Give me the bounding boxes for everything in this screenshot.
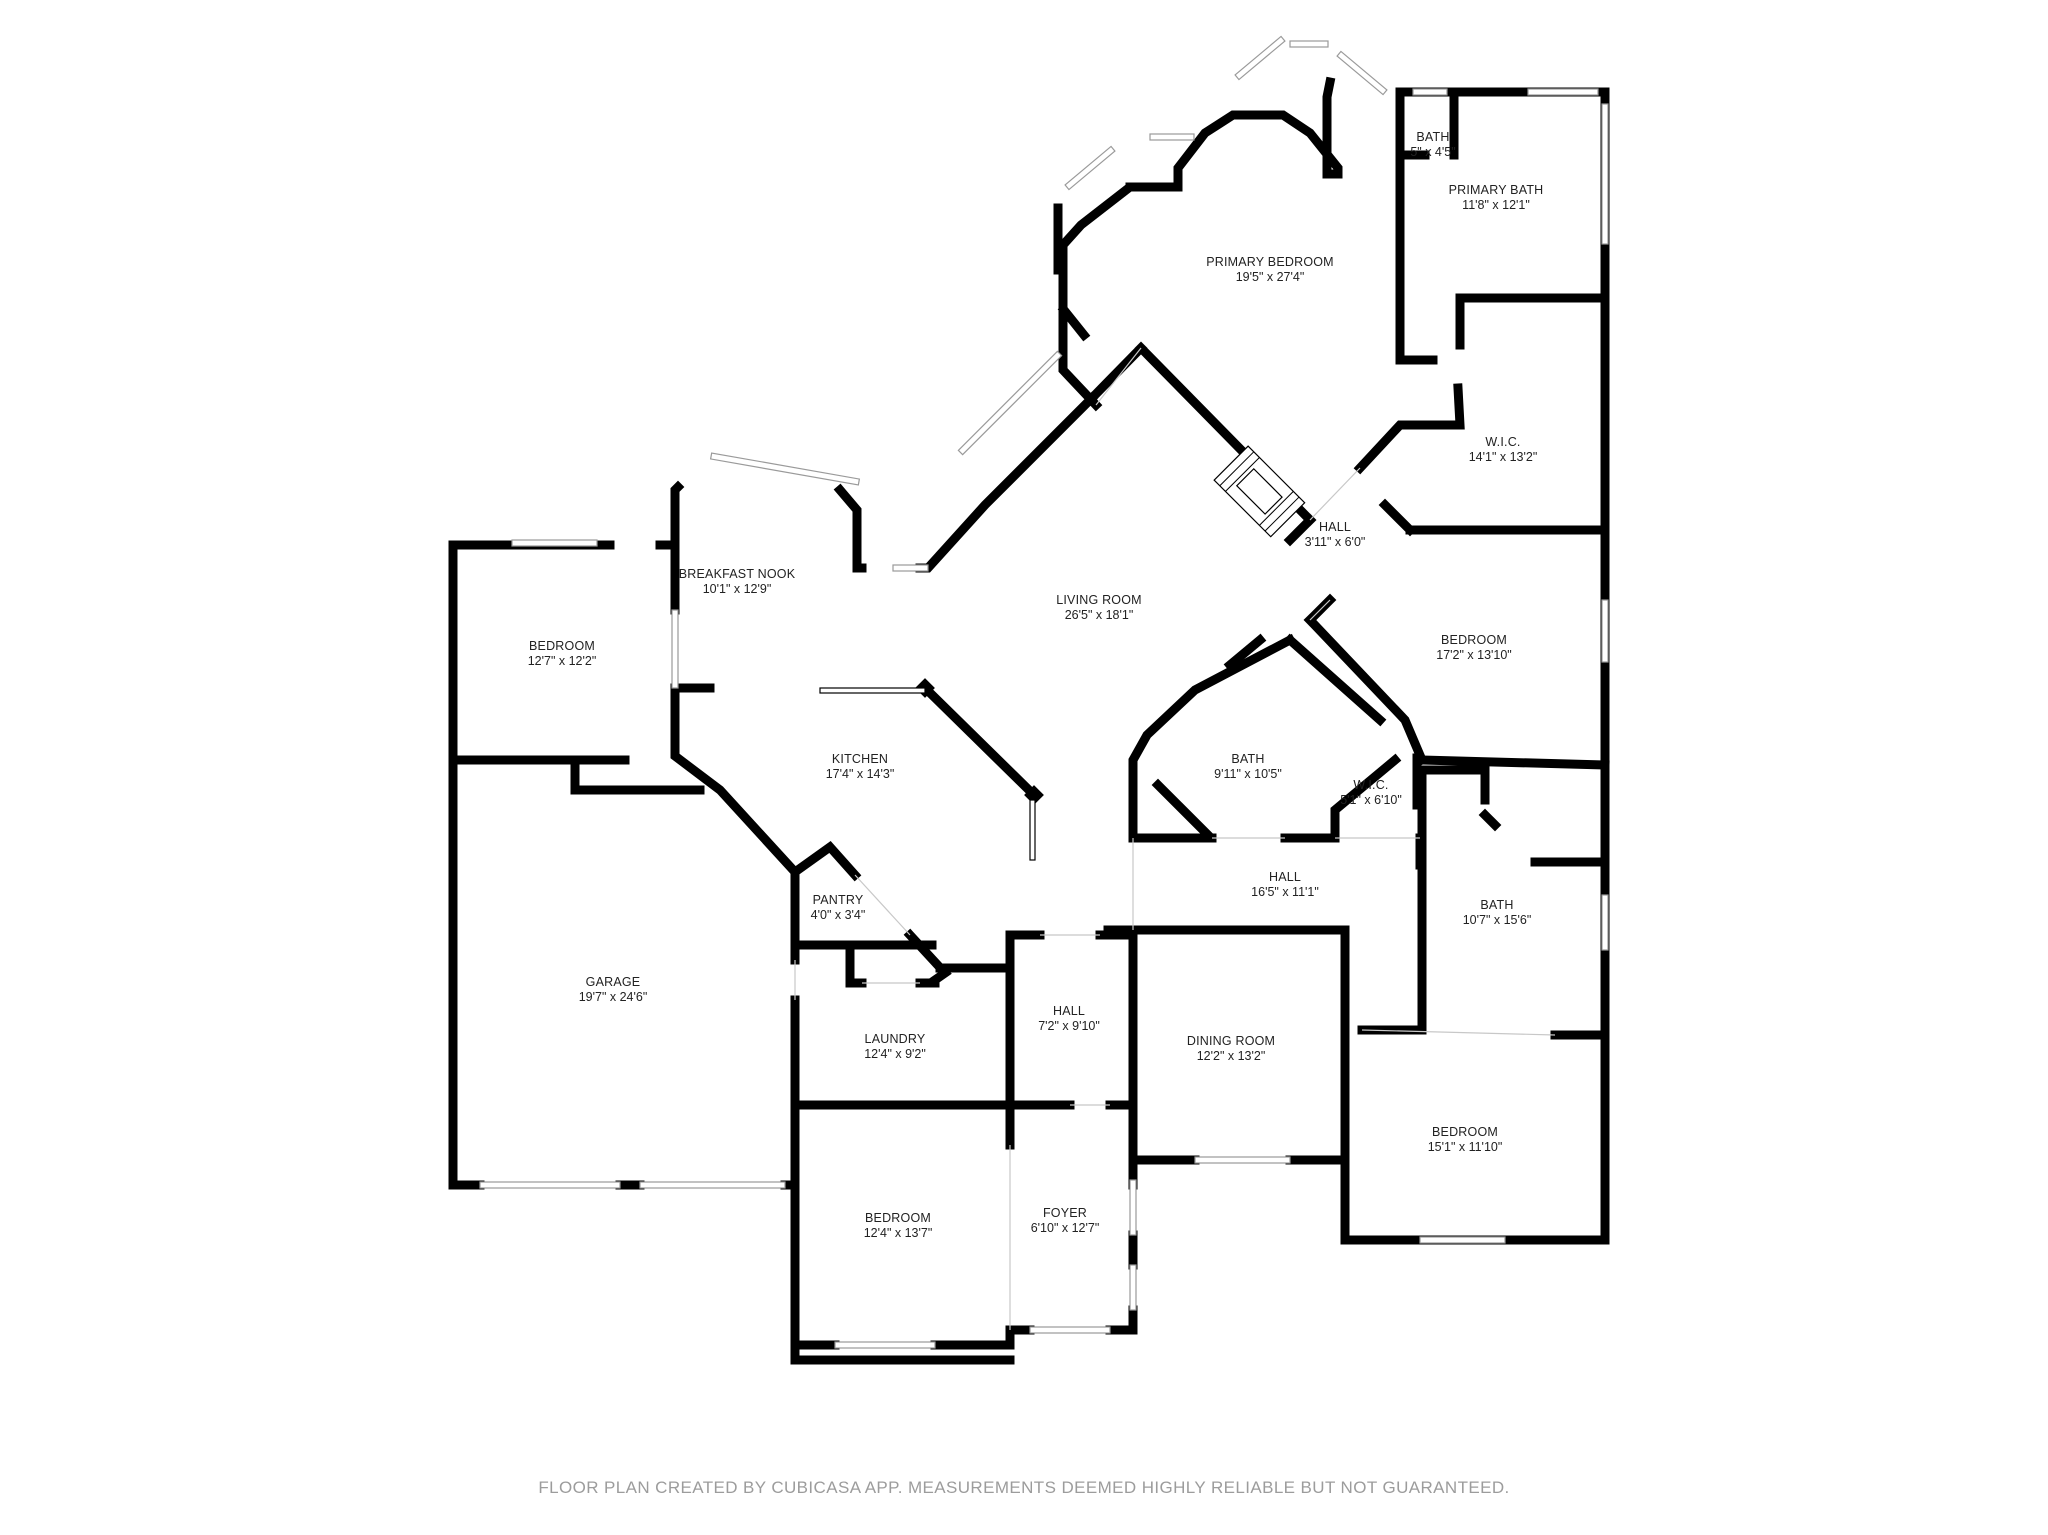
room-name: W.I.C. bbox=[1485, 435, 1521, 449]
kitchen-counter-end bbox=[1029, 799, 1036, 861]
room-dimensions: 12'2" x 13'2" bbox=[1196, 1049, 1266, 1063]
room-dimensions: 5" x 4'5" bbox=[1410, 145, 1456, 159]
room-name: LIVING ROOM bbox=[1056, 593, 1142, 607]
room-name: BATH bbox=[1231, 752, 1265, 766]
windows bbox=[479, 35, 1609, 1349]
room-name: PANTRY bbox=[812, 893, 864, 907]
room-name: FOYER bbox=[1042, 1206, 1088, 1220]
room-dimensions: 19'7" x 24'6" bbox=[578, 990, 648, 1004]
room-dimensions: 10'1" x 12'9" bbox=[702, 582, 772, 596]
room-name: GARAGE bbox=[585, 975, 641, 989]
room-name: DINING ROOM bbox=[1186, 1034, 1276, 1048]
room-name: BATH bbox=[1480, 898, 1514, 912]
room-name: HALL bbox=[1052, 1004, 1086, 1018]
room-dimensions: 3'11" x 6'0" bbox=[1304, 535, 1366, 549]
room-dimensions: 14'1" x 13'2" bbox=[1468, 450, 1538, 464]
room-dimensions: 16'5" x 11'1" bbox=[1251, 885, 1319, 899]
room-dimensions: 19'5" x 27'4" bbox=[1235, 270, 1305, 284]
room-name: HALL bbox=[1318, 520, 1352, 534]
room-dimensions: 10'7" x 15'6" bbox=[1462, 913, 1532, 927]
room-name: LAUNDRY bbox=[864, 1032, 926, 1046]
room-dimensions: 7'2" x 9'10" bbox=[1038, 1019, 1100, 1033]
fireplace bbox=[1213, 445, 1306, 538]
disclaimer-footer: FLOOR PLAN CREATED BY CUBICASA APP. MEAS… bbox=[538, 1478, 1510, 1497]
room-name: BEDROOM bbox=[1432, 1125, 1498, 1139]
room-name: BEDROOM bbox=[865, 1211, 931, 1225]
openings bbox=[794, 347, 1556, 1330]
walls bbox=[448, 76, 1610, 1365]
room-name: BREAKFAST NOOK bbox=[678, 567, 796, 581]
room-dimensions: 5'1" x 6'10" bbox=[1340, 793, 1402, 807]
room-dimensions: 12'7" x 12'2" bbox=[527, 654, 597, 668]
room-dimensions: 4'0" x 3'4" bbox=[810, 908, 866, 922]
room-name: BEDROOM bbox=[1440, 633, 1507, 647]
room-dimensions: 17'2" x 13'10" bbox=[1436, 648, 1512, 662]
room-label-wic-center: W.I.C.5'1" x 6'10" bbox=[1340, 778, 1402, 808]
room-dimensions: 9'11" x 10'5" bbox=[1214, 767, 1282, 781]
room-dimensions: 12'4" x 9'2" bbox=[864, 1047, 926, 1061]
room-dimensions: 26'5" x 18'1" bbox=[1064, 608, 1134, 622]
room-dimensions: 15'1" x 11'10" bbox=[1427, 1140, 1503, 1154]
room-name: HALL bbox=[1268, 870, 1302, 884]
room-name: BEDROOM bbox=[529, 639, 595, 653]
room-name: KITCHEN bbox=[831, 752, 889, 766]
room-dimensions: 11'8" x 12'1" bbox=[1462, 198, 1530, 212]
room-label-wic-primary: W.I.C.14'1" x 13'2" bbox=[1469, 435, 1538, 465]
room-name: PRIMARY BEDROOM bbox=[1206, 255, 1334, 269]
room-name: PRIMARY BATH bbox=[1448, 183, 1544, 197]
room-dimensions: 6'10" x 12'7" bbox=[1030, 1221, 1100, 1235]
room-dimensions: 17'4" x 14'3" bbox=[825, 767, 895, 781]
room-name: W.I.C. bbox=[1353, 778, 1389, 792]
room-name: BATH bbox=[1416, 130, 1450, 144]
room-dimensions: 12'4" x 13'7" bbox=[863, 1226, 933, 1240]
kitchen-counter bbox=[819, 687, 926, 694]
